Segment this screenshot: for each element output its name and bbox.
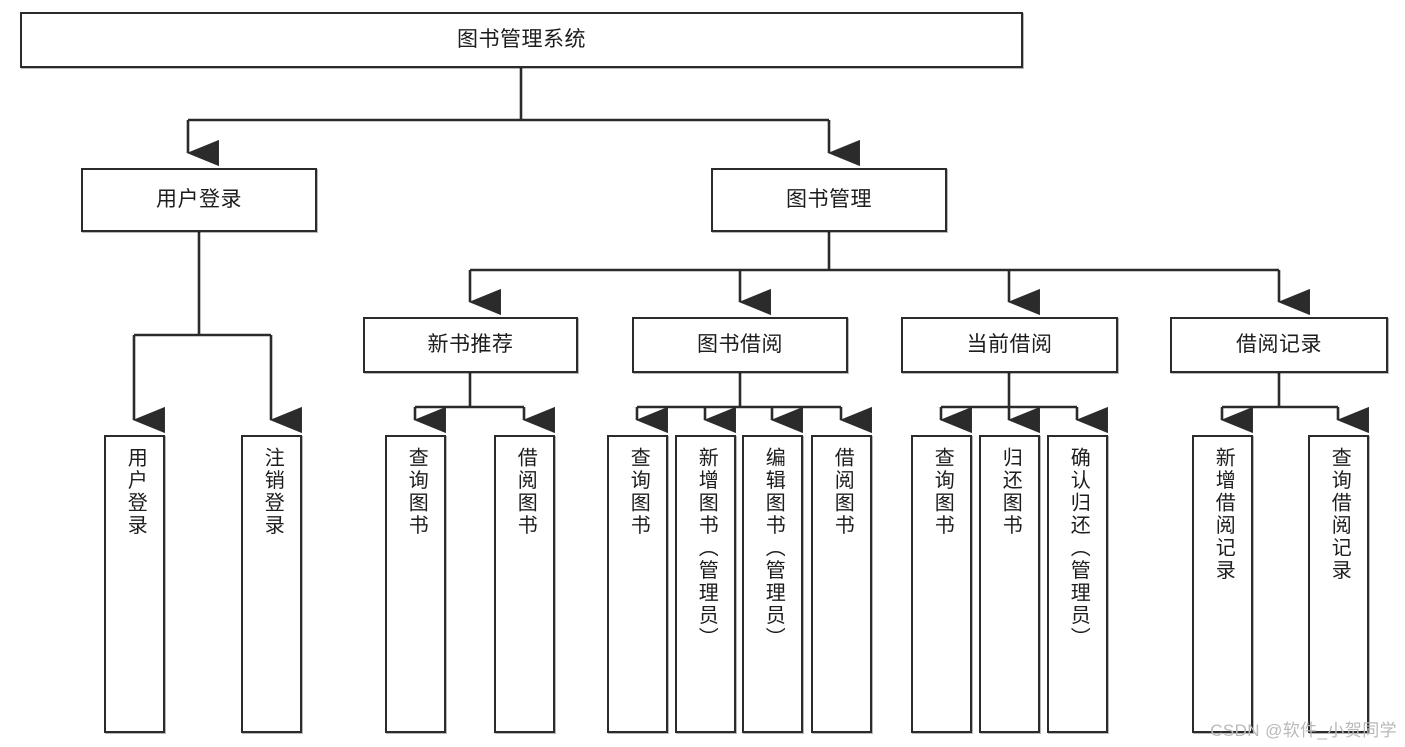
node-leaf-edit-book-label: 编辑图书（管理员） (762, 447, 785, 650)
node-current-borrow[interactable]: 当前借阅 (901, 317, 1118, 373)
node-book-manage-label: 图书管理 (786, 188, 872, 212)
node-book-borrow-label: 图书借阅 (697, 333, 783, 357)
node-leaf-borrow-book-1[interactable]: 借阅图书 (494, 435, 555, 733)
node-leaf-confirm-return-label: 确认归还（管理员） (1067, 447, 1090, 650)
node-leaf-edit-book[interactable]: 编辑图书（管理员） (742, 435, 803, 733)
node-leaf-query-book-3-label: 查询图书 (931, 447, 954, 537)
node-leaf-borrow-book-2-label: 借阅图书 (831, 447, 854, 537)
node-leaf-logout-login-label: 注销登录 (261, 447, 284, 537)
node-leaf-query-record-label: 查询借阅记录 (1328, 447, 1351, 582)
watermark: CSDN @软件_小贺同学 (1210, 721, 1397, 740)
node-user-login-label: 用户登录 (156, 188, 242, 212)
node-leaf-add-book[interactable]: 新增图书（管理员） (675, 435, 736, 733)
node-leaf-borrow-book-1-label: 借阅图书 (514, 447, 537, 537)
node-leaf-add-record[interactable]: 新增借阅记录 (1192, 435, 1253, 733)
node-leaf-add-book-label: 新增图书（管理员） (695, 447, 718, 650)
node-leaf-query-book-1[interactable]: 查询图书 (385, 435, 446, 733)
node-new-book-recommend-label: 新书推荐 (427, 333, 514, 357)
node-borrow-record[interactable]: 借阅记录 (1170, 317, 1388, 373)
node-book-borrow[interactable]: 图书借阅 (632, 317, 848, 373)
node-new-book-recommend[interactable]: 新书推荐 (363, 317, 578, 373)
node-leaf-query-record[interactable]: 查询借阅记录 (1308, 435, 1369, 733)
node-root-label: 图书管理系统 (457, 28, 586, 52)
node-leaf-user-login[interactable]: 用户登录 (104, 435, 165, 733)
node-leaf-confirm-return[interactable]: 确认归还（管理员） (1047, 435, 1108, 733)
node-leaf-logout-login[interactable]: 注销登录 (241, 435, 302, 733)
node-leaf-user-login-label: 用户登录 (124, 447, 147, 537)
node-leaf-query-book-1-label: 查询图书 (405, 447, 428, 537)
node-current-borrow-label: 当前借阅 (966, 333, 1053, 357)
node-root[interactable]: 图书管理系统 (20, 12, 1023, 68)
node-leaf-return-book-label: 归还图书 (999, 447, 1022, 537)
node-leaf-add-record-label: 新增借阅记录 (1212, 447, 1235, 582)
node-borrow-record-label: 借阅记录 (1236, 333, 1322, 357)
node-leaf-return-book[interactable]: 归还图书 (979, 435, 1040, 733)
node-user-login[interactable]: 用户登录 (81, 168, 317, 232)
node-leaf-query-book-2-label: 查询图书 (627, 447, 650, 537)
node-leaf-borrow-book-2[interactable]: 借阅图书 (811, 435, 872, 733)
node-book-manage[interactable]: 图书管理 (711, 168, 947, 232)
node-leaf-query-book-2[interactable]: 查询图书 (607, 435, 668, 733)
node-leaf-query-book-3[interactable]: 查询图书 (911, 435, 972, 733)
